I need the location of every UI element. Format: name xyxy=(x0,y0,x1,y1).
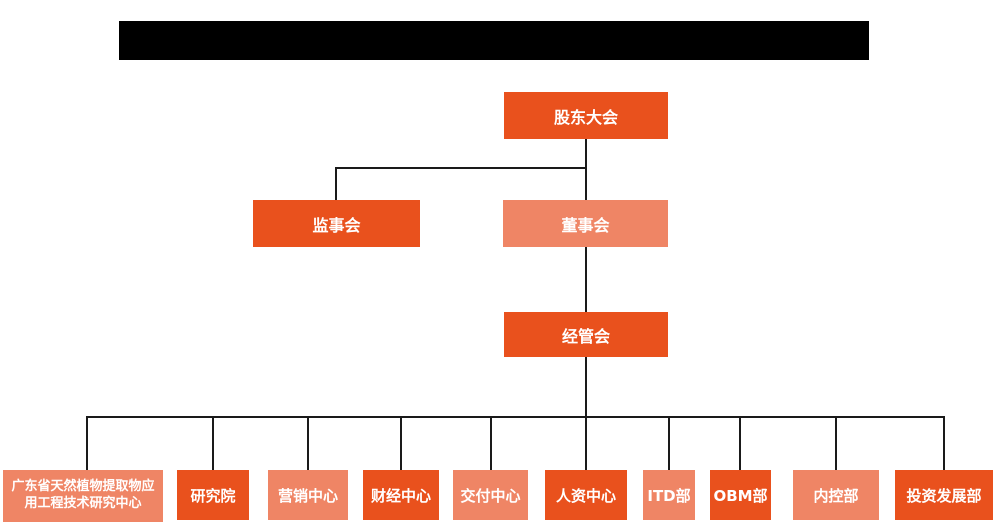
node-marketing-center: 营销中心 xyxy=(268,470,348,520)
node-board-of-directors: 董事会 xyxy=(503,200,668,247)
node-supervisory-board: 监事会 xyxy=(253,200,420,247)
node-investment-development-dept: 投资发展部 xyxy=(895,470,993,520)
connector-drop-hr-center xyxy=(585,417,587,470)
connector-drop-finance-center xyxy=(400,417,402,470)
node-obm-dept: OBM部 xyxy=(710,470,771,520)
node-delivery-center: 交付中心 xyxy=(453,470,528,520)
node-research-institute: 研究院 xyxy=(177,470,249,520)
connector-drop-itd-dept xyxy=(668,417,670,470)
connector-drop-research-center xyxy=(86,417,88,470)
node-management-committee: 经管会 xyxy=(504,312,668,357)
node-guangdong-plant-extract-research-center: 广东省天然植物提取物应用工程技术研究中心 xyxy=(3,470,163,522)
connector-drop-investment-development-dept xyxy=(943,417,945,470)
connector-board-to-management xyxy=(585,247,587,312)
node-hr-center: 人资中心 xyxy=(545,470,627,520)
connector-drop-marketing-center xyxy=(307,417,309,470)
node-itd-dept: ITD部 xyxy=(643,470,695,520)
connector-branch-horizontal xyxy=(335,167,587,169)
connector-root-to-board xyxy=(585,139,587,200)
redacted-title-bar xyxy=(119,21,869,60)
connector-drop-research-institute xyxy=(212,417,214,470)
connector-management-down xyxy=(585,357,587,417)
connector-to-supervisory-board xyxy=(335,167,337,200)
connector-drop-delivery-center xyxy=(490,417,492,470)
connector-drop-internal-control-dept xyxy=(835,417,837,470)
node-finance-center: 财经中心 xyxy=(363,470,439,520)
node-internal-control-dept: 内控部 xyxy=(793,470,879,520)
connector-drop-obm-dept xyxy=(739,417,741,470)
connector-distribution-horizontal xyxy=(86,416,945,418)
node-shareholders-meeting: 股东大会 xyxy=(504,92,668,139)
